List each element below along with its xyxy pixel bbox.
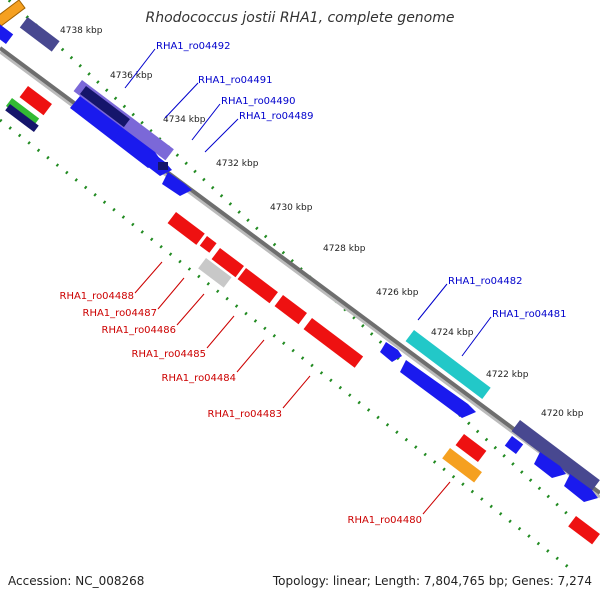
gene-label[interactable]: RHA1_ro04481 (492, 309, 567, 320)
gene-label[interactable]: RHA1_ro04480 (348, 515, 423, 526)
gene-label[interactable]: RHA1_ro04489 (239, 111, 314, 122)
gene-leader-line (164, 82, 199, 119)
gene-feature-purple[interactable] (19, 17, 60, 52)
gene-leader-line (176, 293, 205, 326)
gene-feature-gray[interactable] (198, 258, 232, 288)
gene-label[interactable]: RHA1_ro04487 (83, 308, 158, 319)
gene-feature-red[interactable] (211, 248, 244, 278)
gene-feature-purple[interactable] (511, 420, 600, 492)
genome-stats-text: Topology: linear; Length: 7,804,765 bp; … (272, 574, 592, 588)
gene-feature-red[interactable] (455, 434, 487, 463)
gene-feature-red[interactable] (19, 86, 52, 116)
gene-leader-line (206, 315, 235, 349)
gene-leader-line (134, 261, 163, 294)
gene-feature-cyan[interactable] (405, 330, 491, 399)
tick-label: 4726 kbp (376, 288, 419, 298)
gene-leader-line (417, 283, 448, 321)
tick-label: 4728 kbp (323, 244, 366, 254)
tick-label: 4734 kbp (163, 115, 206, 125)
gene-leader-line (422, 481, 451, 515)
gene-feature-navy[interactable] (79, 85, 130, 128)
lower-tick-track (0, 118, 572, 568)
tick-label: 4738 kbp (60, 26, 103, 36)
gene-feature-orange[interactable] (0, 0, 26, 27)
gene-feature-blue[interactable] (380, 342, 402, 362)
gene-label[interactable]: RHA1_ro04491 (198, 75, 273, 86)
map-title: Rhodococcus jostii RHA1, complete genome (145, 10, 455, 26)
gene-feature-red[interactable] (237, 268, 278, 304)
gene-leader-line (204, 118, 239, 153)
tick-label: 4730 kbp (270, 203, 313, 213)
gene-feature-blue[interactable] (0, 21, 14, 45)
gene-leader-line (282, 375, 311, 409)
gene-leader-line (461, 316, 492, 357)
gene-leader-line (124, 48, 156, 89)
gene-feature-blue[interactable] (162, 172, 192, 196)
gene-feature-navy[interactable] (158, 162, 168, 170)
gene-feature-orange[interactable] (442, 448, 482, 483)
tick-label: 4736 kbp (110, 71, 153, 81)
gene-label[interactable]: RHA1_ro04488 (60, 291, 135, 302)
gene-feature-blue[interactable] (114, 128, 172, 176)
tick-label: 4720 kbp (541, 409, 584, 419)
gene-feature-red[interactable] (199, 235, 217, 253)
gene-feature-green[interactable] (5, 98, 40, 127)
gene-leader-line (191, 103, 221, 141)
tick-label: 4732 kbp (216, 159, 259, 169)
gene-label[interactable]: RHA1_ro04485 (132, 349, 207, 360)
gene-label[interactable]: RHA1_ro04483 (208, 409, 283, 420)
gene-label[interactable]: RHA1_ro04484 (162, 373, 237, 384)
gene-feature-blue[interactable] (534, 452, 566, 478)
gene-feature-red[interactable] (167, 211, 205, 245)
gene-feature-red[interactable] (274, 295, 307, 325)
gene-label[interactable]: RHA1_ro04486 (102, 325, 177, 336)
gene-label[interactable]: RHA1_ro04482 (448, 276, 523, 287)
gene-leader-line (236, 339, 265, 373)
gene-feature-red[interactable] (303, 317, 364, 368)
gene-feature-blue[interactable] (400, 360, 476, 418)
gene-feature-red[interactable] (568, 516, 600, 545)
gene-feature-blue[interactable] (564, 474, 598, 502)
tick-label: 4722 kbp (486, 370, 529, 380)
accession-text: Accession: NC_008268 (8, 574, 145, 588)
gene-feature-blue[interactable] (504, 435, 524, 455)
gene-feature-navy[interactable] (5, 104, 39, 133)
tick-label: 4724 kbp (431, 328, 474, 338)
gene-leader-line (157, 277, 185, 310)
gene-label[interactable]: RHA1_ro04490 (221, 96, 296, 107)
gene-label[interactable]: RHA1_ro04492 (156, 41, 231, 52)
